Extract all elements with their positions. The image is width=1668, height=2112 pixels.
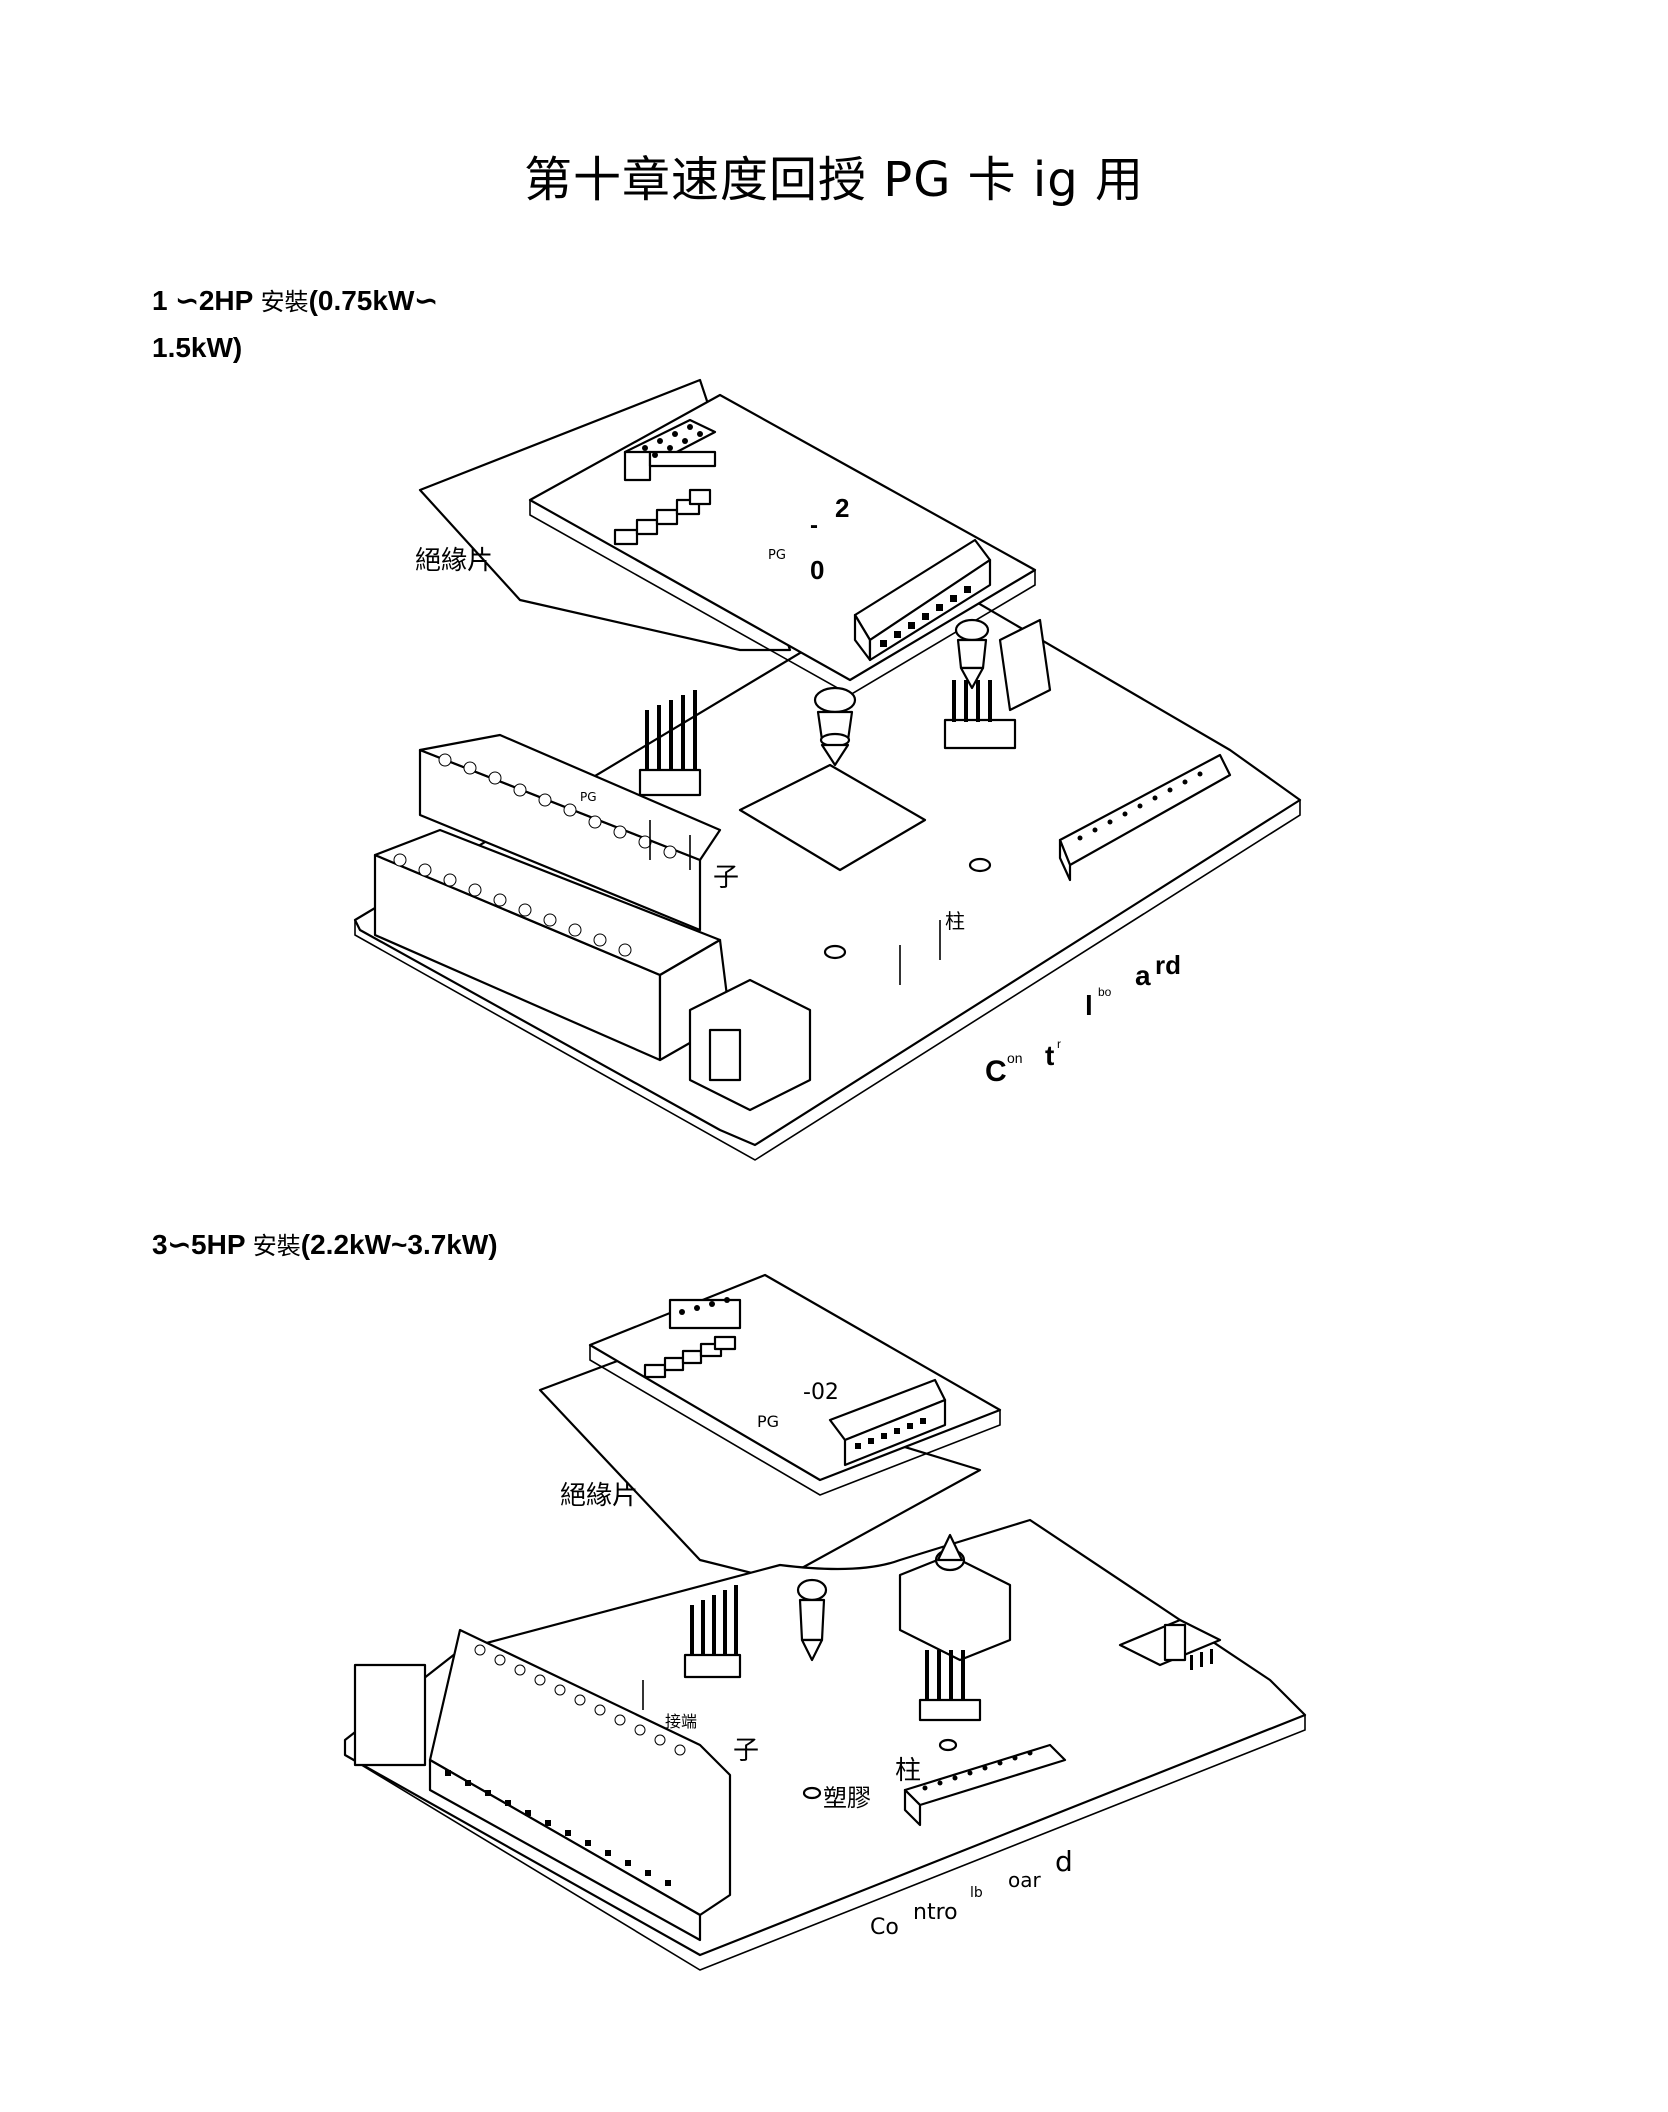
section2-label-card-num: -02 [803,1380,839,1405]
section2-label-board-ntro: ntro [913,1900,958,1925]
section2-label-board-lb: lb [970,1885,983,1901]
section2-label-insulator: 絕緣片 [560,1481,639,1511]
board-holes-2 [802,1738,958,1800]
terminal-blocks [373,733,732,1062]
section1-label-board-l: l [1085,990,1093,1021]
pg-card-2-terminal [828,1378,947,1467]
long-header-2 [903,1743,1067,1827]
pg-card-2-switches [643,1335,737,1379]
section1-label-board-a: a [1135,960,1151,991]
section2-label-pg-small: PG [757,1412,780,1431]
small-switch-2 [1118,1618,1222,1670]
chip [738,763,927,872]
section1-label-zhu: 柱 [945,909,965,933]
standoff-post-2 [796,1578,828,1662]
section2-label-plastic: 塑膠 [823,1784,871,1812]
section2-heading: 3∽5HP 安裝(2.2kW~3.7kW) [152,1222,498,1269]
section2-label-terminal: 接端 [665,1712,698,1731]
long-header [1058,753,1232,882]
insulator-sheet-2 [538,1358,982,1582]
section2-label-zi: 子 [733,1736,760,1766]
section1-label-insulator: 絕緣片 [415,546,494,576]
section2-label-zhu: 柱 [895,1756,922,1786]
section1-label-board-t: t [1045,1040,1055,1071]
section1-label-pg-term: PG [580,790,597,804]
pg-card-2 [588,1273,1002,1496]
section2-label-board-oar: oar [1008,1868,1041,1892]
pg-card-2-header [668,1297,742,1330]
section1-label-board-bo: bo [1098,985,1112,999]
section2-heading-cjk: 安裝 [252,1232,301,1260]
section2-label-board-co: Co [870,1915,899,1940]
pin-header-left [638,690,702,797]
pg-card-header [623,418,717,482]
pg-card-switches [613,488,712,546]
front-connector [688,978,812,1112]
page-title: 第十章速度回授 PG 卡 ig 用 [524,152,1144,208]
section1-label-board-c: C [985,1055,1007,1088]
section2-heading-suffix: (2.2kW~3.7kW) [300,1229,498,1260]
section1-label-board-on: on [1007,1050,1023,1066]
section2-heading-prefix: 3∽5HP [152,1229,253,1260]
section1-heading-cjk: 安裝 [260,288,309,316]
section1-label-pg-small: PG [768,548,786,563]
standoff-post-left [813,686,857,767]
section1-label-card-b: 0 [810,555,825,585]
section1-heading: 1 ∽2HP 安裝(0.75kW∽ 1.5kW) [152,278,552,371]
section1-label-card-a: 2 [835,493,850,523]
section1-label-card-dash: - [810,512,818,539]
section1-heading-line2: 1.5kW) [152,332,243,363]
section1-label-zi: 子 [713,863,740,893]
section2-label-board-d: d [1055,1845,1073,1878]
section1-heading-prefix: 1 ∽2HP [152,285,261,316]
connector-2 [898,1533,1012,1722]
connector-right [943,618,1052,750]
section1-heading-suffix: (0.75kW∽ [308,285,438,316]
pin-header-2 [683,1585,742,1679]
pg-card-terminal [853,538,992,662]
standoff-post-right [954,618,990,690]
terminal-blocks-2 [353,1628,732,1942]
section1-label-board-rd: rd [1155,950,1181,980]
section1-label-board-r: r [1057,1037,1061,1051]
leader-lines [649,820,941,985]
